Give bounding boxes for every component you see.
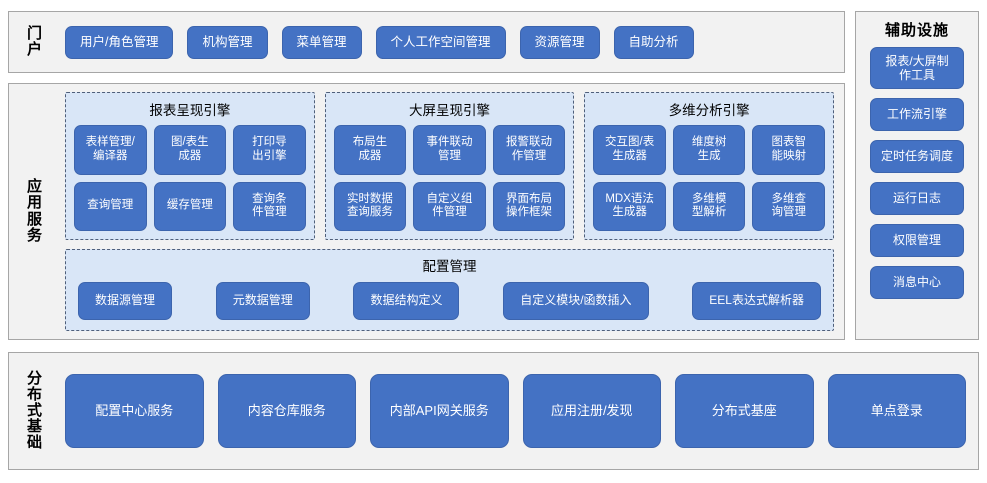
engine-1-button-0[interactable]: 布局生 成器 [333, 125, 407, 175]
app-service-content: 报表呈现引擎表样管理/ 编译器图/表生 成器打印导 出引擎查询管理缓存管理查询条… [65, 92, 835, 331]
infrastructure-button-5[interactable]: 单点登录 [827, 374, 966, 448]
engine-1-button-2[interactable]: 报警联动 作管理 [492, 125, 566, 175]
aux-button-1[interactable]: 工作流引擎 [870, 98, 964, 131]
portal-band: 门户 用户/角色管理机构管理菜单管理个人工作空间管理资源管理自助分析 [8, 11, 845, 73]
config-button-1[interactable]: 元数据管理 [215, 281, 310, 320]
infrastructure-button-1[interactable]: 内容仓库服务 [217, 374, 356, 448]
portal-button-1[interactable]: 机构管理 [187, 25, 268, 59]
config-button-4[interactable]: EEL表达式解析器 [692, 281, 821, 320]
engine-2-button-1[interactable]: 维度树 生成 [672, 125, 746, 175]
engine-2-button-5[interactable]: 多维查 询管理 [752, 181, 825, 231]
portal-button-5[interactable]: 自助分析 [613, 25, 694, 59]
aux-button-3[interactable]: 运行日志 [870, 182, 964, 215]
engine-group-grid-2: 交互图/表 生成器维度树 生成图表智 能映射 MDX语法 生成器多维模 型解析多维… [593, 125, 825, 231]
engine-2-button-3[interactable]: MDX语法 生成器 [593, 181, 666, 231]
config-button-3[interactable]: 自定义模块/函数插入 [503, 281, 649, 320]
config-management-title: 配置管理 [422, 259, 477, 274]
engine-group-title-1: 大屏呈现引擎 [409, 103, 490, 118]
engine-0-button-1[interactable]: 图/表生 成器 [153, 125, 227, 175]
portal-button-4[interactable]: 资源管理 [519, 25, 600, 59]
infrastructure-band: 分布式基础 配置中心服务内容仓库服务内部API网关服务应用注册/发现分布式基座单… [8, 352, 979, 470]
engine-2-button-4[interactable]: 多维模 型解析 [672, 181, 746, 231]
portal-button-2[interactable]: 菜单管理 [281, 25, 362, 59]
engine-1-button-5[interactable]: 界面布局 操作框架 [492, 181, 566, 231]
app-service-band: 应用服务 报表呈现引擎表样管理/ 编译器图/表生 成器打印导 出引擎查询管理缓存… [8, 83, 845, 340]
engine-1-button-1[interactable]: 事件联动 管理 [413, 125, 486, 175]
engine-group-title-2: 多维分析引擎 [668, 103, 750, 118]
config-button-2[interactable]: 数据结构定义 [353, 281, 460, 320]
engine-0-button-3[interactable]: 查询管理 [74, 181, 147, 231]
aux-facilities-list: 报表/大屏制 作工具工作流引擎定时任务调度运行日志权限管理消息中心 [856, 47, 978, 299]
aux-facilities-title: 辅助设施 [884, 22, 949, 39]
infrastructure-button-row: 配置中心服务内容仓库服务内部API网关服务应用注册/发现分布式基座单点登录 [65, 353, 966, 469]
engine-group-2: 多维分析引擎交互图/表 生成器维度树 生成图表智 能映射 MDX语法 生成器多维模… [584, 92, 835, 240]
aux-button-2[interactable]: 定时任务调度 [870, 140, 964, 173]
portal-button-3[interactable]: 个人工作空间管理 [375, 25, 506, 59]
infrastructure-button-3[interactable]: 应用注册/发现 [522, 374, 661, 448]
engine-group-row: 报表呈现引擎表样管理/ 编译器图/表生 成器打印导 出引擎查询管理缓存管理查询条… [65, 92, 835, 240]
infrastructure-band-label-text: 分布式基础 [26, 369, 43, 452]
portal-button-0[interactable]: 用户/角色管理 [65, 25, 174, 59]
aux-button-0[interactable]: 报表/大屏制 作工具 [870, 47, 964, 89]
engine-0-button-4[interactable]: 缓存管理 [153, 181, 227, 231]
engine-group-grid-0: 表样管理/ 编译器图/表生 成器打印导 出引擎查询管理缓存管理查询条 件管理 [74, 125, 306, 231]
engine-0-button-0[interactable]: 表样管理/ 编译器 [74, 125, 147, 175]
engine-group-0: 报表呈现引擎表样管理/ 编译器图/表生 成器打印导 出引擎查询管理缓存管理查询条… [65, 92, 315, 240]
engine-0-button-2[interactable]: 打印导 出引擎 [233, 125, 306, 175]
aux-facilities-band: 辅助设施 报表/大屏制 作工具工作流引擎定时任务调度运行日志权限管理消息中心 [855, 11, 979, 340]
infrastructure-band-label: 分布式基础 [9, 353, 61, 469]
engine-2-button-2[interactable]: 图表智 能映射 [752, 125, 825, 175]
engine-1-button-4[interactable]: 自定义组 件管理 [413, 181, 486, 231]
engine-1-button-3[interactable]: 实时数据 查询服务 [333, 181, 407, 231]
config-button-0[interactable]: 数据源管理 [78, 281, 173, 320]
portal-button-row: 用户/角色管理机构管理菜单管理个人工作空间管理资源管理自助分析 [65, 12, 834, 72]
infrastructure-button-4[interactable]: 分布式基座 [675, 374, 814, 448]
config-management-group: 配置管理 数据源管理 元数据管理 数据结构定义 自定义模块/函数插入 EEL表达式解析器 [65, 249, 834, 331]
infrastructure-button-0[interactable]: 配置中心服务 [65, 374, 204, 448]
app-service-band-label-text: 应用服务 [26, 178, 43, 244]
app-service-band-label: 应用服务 [9, 84, 61, 339]
aux-button-5[interactable]: 消息中心 [870, 266, 964, 299]
config-management-row: 数据源管理 元数据管理 数据结构定义 自定义模块/函数插入 EEL表达式解析器 [78, 281, 821, 320]
engine-0-button-5[interactable]: 查询条 件管理 [233, 181, 306, 231]
aux-button-4[interactable]: 权限管理 [870, 224, 964, 257]
portal-band-label-text: 门户 [26, 24, 43, 58]
engine-group-grid-1: 布局生 成器事件联动 管理报警联动 作管理实时数据 查询服务自定义组 件管理界面… [333, 125, 566, 231]
engine-group-1: 大屏呈现引擎布局生 成器事件联动 管理报警联动 作管理实时数据 查询服务自定义组… [324, 92, 575, 240]
engine-group-title-0: 报表呈现引擎 [149, 103, 231, 118]
infrastructure-button-2[interactable]: 内部API网关服务 [370, 374, 509, 448]
portal-band-label: 门户 [9, 12, 61, 72]
engine-2-button-0[interactable]: 交互图/表 生成器 [593, 125, 666, 175]
